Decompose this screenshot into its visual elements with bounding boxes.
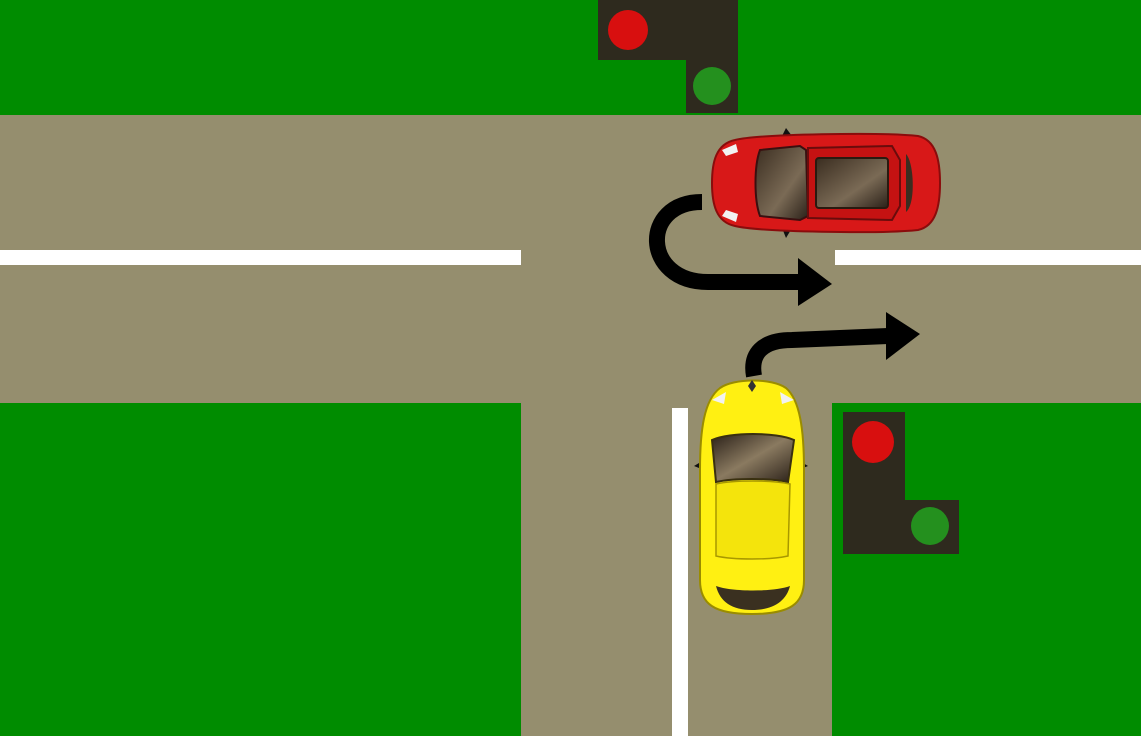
logo-icon	[748, 380, 756, 392]
headlight	[722, 144, 738, 156]
lane-line-east	[835, 250, 1141, 265]
headlight	[712, 392, 726, 404]
yellow-car	[694, 379, 808, 616]
red-light-icon	[608, 10, 648, 50]
windshield	[754, 144, 810, 222]
car-outline	[710, 132, 942, 234]
right-turn-arrow-icon	[745, 312, 920, 378]
windshield	[710, 433, 796, 484]
headlight	[780, 392, 794, 404]
sunroof	[815, 157, 889, 209]
red-light-icon	[852, 421, 894, 463]
car-outline	[699, 379, 805, 616]
headlight	[722, 210, 738, 222]
green-light-icon	[693, 67, 731, 105]
u-turn-arrow-icon	[649, 194, 832, 306]
lane-line-south	[672, 408, 688, 736]
roof	[715, 480, 791, 560]
traffic-light-right	[843, 412, 959, 554]
green-light-icon	[911, 507, 949, 545]
lane-line-west	[0, 250, 521, 265]
rear-window	[906, 154, 913, 212]
red-car	[710, 128, 942, 238]
rear-window	[716, 586, 790, 610]
traffic-light-top	[598, 0, 738, 113]
side-mirror	[782, 128, 792, 136]
